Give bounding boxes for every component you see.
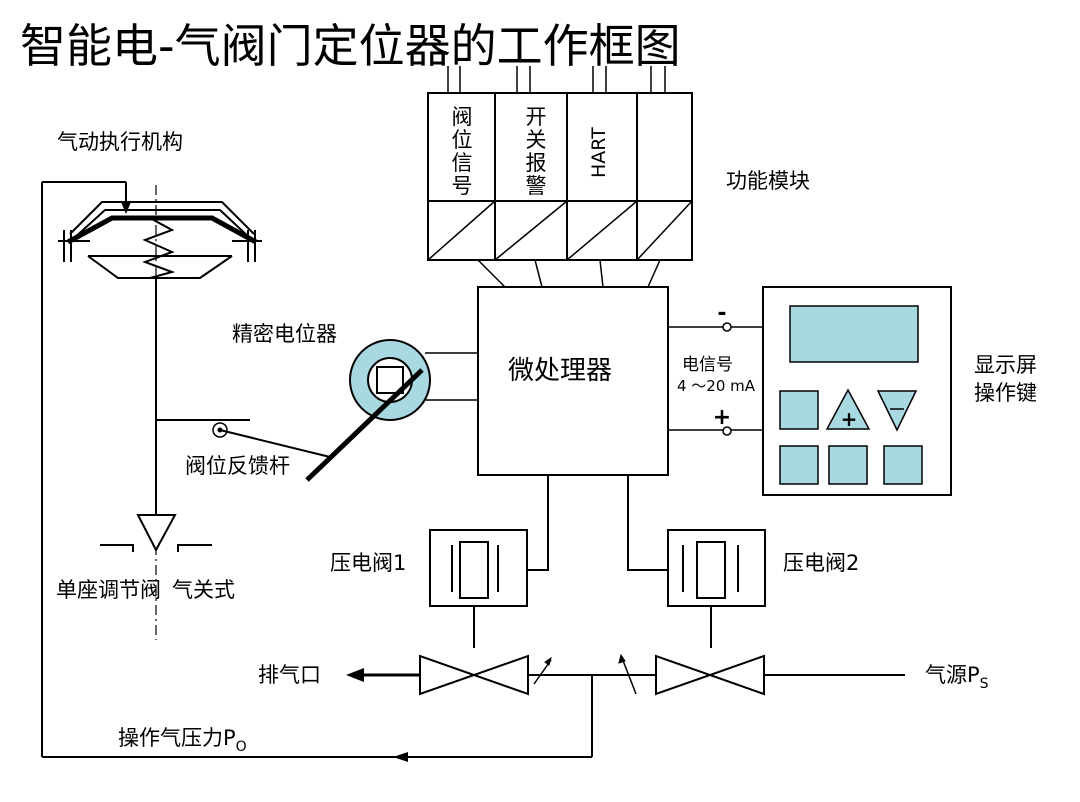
- up-key-plus: +: [841, 407, 858, 431]
- microprocessor-label: 微处理器: [508, 356, 612, 386]
- module-3-hart: HART: [588, 127, 610, 178]
- piezo-valve-1-label: 压电阀1: [330, 551, 406, 575]
- module-block: [427, 92, 693, 261]
- plus-sign: +: [713, 405, 731, 430]
- function-modules: 阀 位 信 号 开 关 报 警 HART: [427, 66, 693, 288]
- module-1-char-3: 信: [452, 151, 473, 175]
- pneumatic-line: [41, 181, 905, 762]
- operation-keys-label: 操作键: [974, 381, 1037, 405]
- key-button-4[interactable]: [883, 445, 923, 485]
- key-button-1[interactable]: [779, 390, 819, 430]
- module-2-char-3: 报: [526, 151, 547, 175]
- up-triangle-icon[interactable]: [825, 388, 871, 430]
- feedback-rod: [219, 429, 331, 458]
- control-valve: [100, 514, 212, 553]
- key-button-2[interactable]: [779, 445, 819, 485]
- pneumatic-actuator: [58, 185, 262, 640]
- minus-sign: -: [717, 301, 726, 326]
- potentiometer-label: 精密电位器: [232, 322, 337, 346]
- piezo-valve-2-label: 压电阀2: [783, 551, 859, 575]
- module-1-char-1: 阀: [452, 105, 473, 129]
- electric-signal-label: 电信号: [682, 355, 733, 375]
- key-button-3[interactable]: [828, 445, 868, 485]
- potentiometer-arm: [305, 368, 424, 482]
- module-1-char-4: 号: [452, 174, 473, 198]
- feedback-rod-label: 阀位反馈杆: [185, 454, 290, 478]
- microprocessor-box: [477, 286, 669, 476]
- function-modules-label: 功能模块: [726, 169, 810, 193]
- module-2-char-4: 警: [526, 174, 547, 198]
- display-screen-label: 显示屏: [974, 353, 1037, 377]
- signal-plus-terminal: [722, 426, 732, 436]
- module-pins: [447, 66, 666, 93]
- module-1-char-2: 位: [452, 128, 473, 152]
- display-screen: [789, 305, 919, 363]
- module-2-char-2: 关: [526, 128, 547, 152]
- diagram-title: 智能电-气阀门定位器的工作框图: [20, 19, 681, 73]
- down-triangle-icon[interactable]: [876, 390, 918, 432]
- module-2-char-1: 开: [526, 105, 547, 129]
- piezo-valve-2: [667, 529, 766, 648]
- air-close-label: 气关式: [172, 578, 235, 602]
- piezo-valve-1: [429, 529, 528, 648]
- actuator-label: 气动执行机构: [57, 130, 183, 154]
- signal-range-label: 4 ～20 mA: [677, 377, 756, 395]
- exhaust-label: 排气口: [258, 663, 321, 687]
- single-seat-valve-label: 单座调节阀: [56, 578, 161, 602]
- signal-minus-terminal: [722, 322, 732, 332]
- air-source-label: 气源PS: [925, 663, 989, 692]
- operating-pressure-label: 操作气压力PO: [118, 726, 247, 755]
